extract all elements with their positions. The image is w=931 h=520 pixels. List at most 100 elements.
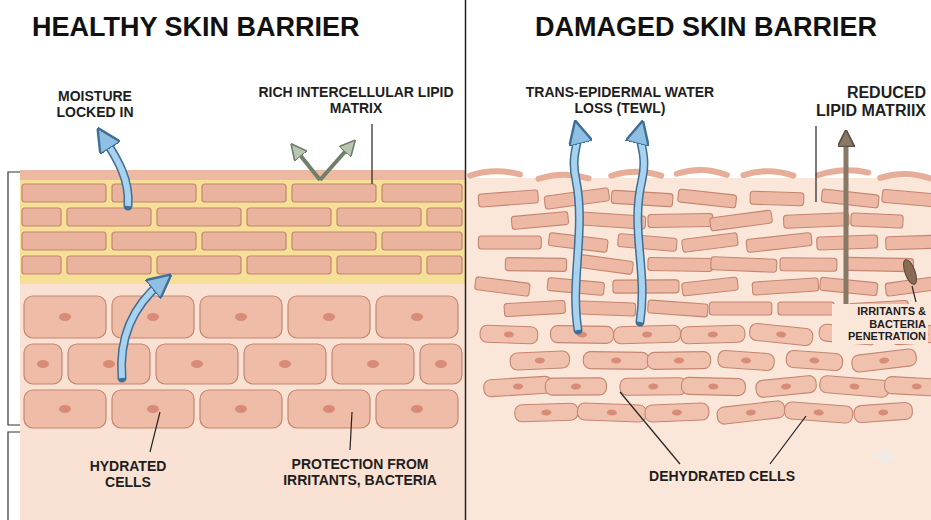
damaged-corneocyte xyxy=(778,302,834,315)
moisture-arrow-outline xyxy=(104,138,128,206)
corneocyte xyxy=(22,208,61,226)
cell-nucleus xyxy=(191,360,203,368)
panel-heading: DAMAGED SKIN BARRIER xyxy=(535,12,877,43)
cell-nucleus xyxy=(813,409,823,416)
damaged-corneocyte xyxy=(648,213,713,227)
living-cell xyxy=(288,296,370,338)
leader-line xyxy=(371,124,372,184)
corneocyte xyxy=(22,256,61,274)
tewl-arrow-outline xyxy=(638,132,644,322)
panel-divider xyxy=(465,0,467,520)
cell-nucleus xyxy=(103,360,115,368)
tewl-arrow xyxy=(574,132,579,330)
corneocyte xyxy=(67,256,151,274)
callout-label: DEHYDRATED CELLS xyxy=(649,468,795,484)
dehydrated-cell-body xyxy=(515,403,579,422)
dehydrated-cell xyxy=(645,403,709,422)
penetration-arrow xyxy=(844,138,849,330)
lipid-exchange-arrow xyxy=(320,146,350,180)
damaged-corneocyte xyxy=(820,277,878,296)
broken-surface xyxy=(538,175,588,179)
dehydrated-cell-body xyxy=(577,403,646,423)
layer-bracket xyxy=(8,172,20,425)
cell-nucleus xyxy=(878,409,888,416)
cell-nucleus xyxy=(781,383,792,390)
cell-nucleus xyxy=(323,313,335,321)
leader-line xyxy=(770,416,806,464)
dehydrated-cell-body xyxy=(480,325,538,344)
dehydrated-cell xyxy=(854,402,913,423)
dehydrated-cell xyxy=(819,375,890,398)
damaged-corneocyte xyxy=(886,235,931,250)
cell-nucleus xyxy=(674,357,684,363)
healthy-skin xyxy=(8,170,465,520)
living-cell xyxy=(24,344,62,384)
broken-surface xyxy=(470,171,520,175)
dehydrated-cell-body xyxy=(784,401,853,423)
corneocyte xyxy=(157,208,241,226)
corneocyte xyxy=(337,256,421,274)
leader-line xyxy=(350,412,352,450)
damaged-corneocyte xyxy=(678,189,737,208)
damaged-corneocyte xyxy=(647,300,708,317)
dehydrated-cell-body xyxy=(483,376,552,397)
corneocyte xyxy=(292,184,376,202)
cell-nucleus xyxy=(279,360,291,368)
lipid-matrix xyxy=(20,180,465,284)
corneocyte xyxy=(112,232,196,250)
cell-nucleus xyxy=(147,405,159,413)
cell-nucleus xyxy=(411,313,423,321)
living-cell xyxy=(24,390,106,428)
damaged-corneocyte xyxy=(505,258,566,272)
callout-label: RICH INTERCELLULAR LIPID MATRIX xyxy=(256,84,456,116)
cell-nucleus xyxy=(504,331,514,337)
cell-nucleus xyxy=(37,360,49,368)
corneocyte xyxy=(382,184,462,202)
corneocyte xyxy=(67,208,151,226)
dehydrated-cell-body xyxy=(749,323,814,346)
dehydrated-cell xyxy=(545,378,606,395)
living-cell xyxy=(420,344,462,384)
dehydrated-cell xyxy=(681,325,745,344)
cell-nucleus xyxy=(611,357,621,363)
dehydrated-cell xyxy=(786,350,843,371)
cell-nucleus xyxy=(571,383,581,389)
corneocyte xyxy=(292,232,376,250)
damaged-corneocyte xyxy=(682,277,739,296)
dehydrated-cell-body xyxy=(647,352,710,370)
cell-nucleus xyxy=(435,360,447,368)
cell-nucleus xyxy=(235,313,247,321)
corneocyte xyxy=(382,232,462,250)
cell-nucleus xyxy=(849,383,859,390)
damaged-corneocyte xyxy=(511,211,569,229)
dehydrated-cell xyxy=(620,378,687,395)
panel: DAMAGED SKIN BARRIER xyxy=(466,0,931,520)
cell-nucleus xyxy=(535,357,545,363)
bacterium xyxy=(901,258,919,286)
dehydrated-cell xyxy=(717,350,774,371)
callout-label: TRANS-EPIDERMAL WATER LOSS (TEWL) xyxy=(525,84,715,116)
living-cell xyxy=(376,390,458,428)
dehydrated-cell-body xyxy=(545,378,606,395)
damaged-corneocyte xyxy=(682,233,739,253)
living-cell xyxy=(112,390,194,428)
broken-surface xyxy=(611,172,661,176)
damaged-skin xyxy=(466,170,931,520)
dehydrated-cell xyxy=(613,325,680,344)
dehydrated-cell xyxy=(515,403,579,422)
living-cell xyxy=(244,344,326,384)
damaged-corneocyte xyxy=(648,257,713,271)
dehydrated-cell xyxy=(577,403,646,423)
dehydrated-cell xyxy=(583,352,649,370)
dehydrated-cell xyxy=(480,325,538,344)
callout-label: PROTECTION FROM IRRITANTS, BACTERIA xyxy=(275,456,445,488)
corneocyte xyxy=(427,256,462,274)
layer-bracket xyxy=(8,432,20,520)
leader-line xyxy=(815,126,816,202)
dehydrated-cell-body xyxy=(681,325,745,344)
dehydrated-cell-body xyxy=(755,375,817,398)
cell-nucleus xyxy=(642,331,652,337)
damaged-corneocyte xyxy=(478,190,538,207)
